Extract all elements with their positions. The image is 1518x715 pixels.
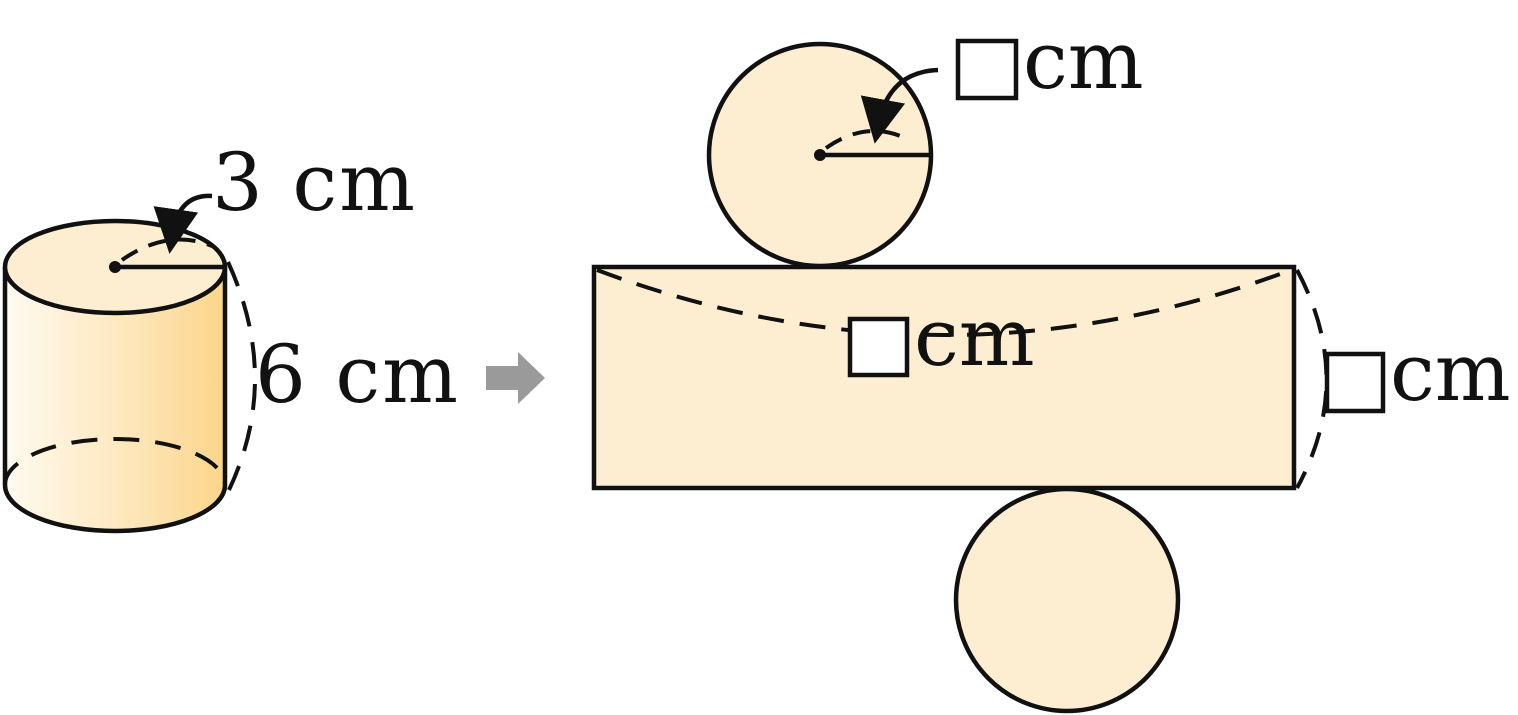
cylinder-height-brace bbox=[226, 261, 257, 493]
cylinder-radius-label: 3 cm bbox=[212, 136, 417, 229]
net-circle-center-dot bbox=[814, 149, 826, 161]
cylinder-center-dot bbox=[109, 261, 121, 273]
cylinder: 3 cm 6 cm bbox=[2, 136, 460, 534]
radius-pointer-arrow bbox=[153, 193, 213, 254]
net-rectangle-length-curve bbox=[596, 268, 1292, 337]
net-length-unit: cm bbox=[914, 291, 1035, 384]
cylinder-bottom-hidden-edge bbox=[3, 437, 227, 486]
cylinder-height-label: 6 cm bbox=[255, 328, 460, 421]
net-radius-blank-box bbox=[955, 38, 1019, 101]
net-radius-pointer-arrow bbox=[860, 67, 939, 144]
net-width-blank-box bbox=[1324, 351, 1386, 414]
cylinder-bottom-front-edge bbox=[2, 484, 228, 534]
net-radius-unit: cm bbox=[1023, 14, 1144, 107]
cylinder-radius-arc bbox=[120, 237, 213, 262]
cylinder-net: cm cm cm bbox=[591, 14, 1511, 714]
net-bottom-circle bbox=[953, 486, 1181, 714]
net-length-blank-box bbox=[847, 316, 910, 378]
net-width-unit: cm bbox=[1390, 326, 1511, 419]
transform-arrow-icon bbox=[486, 352, 545, 404]
cylinder-side bbox=[5, 267, 225, 531]
net-rectangle-width-brace bbox=[1295, 269, 1329, 489]
